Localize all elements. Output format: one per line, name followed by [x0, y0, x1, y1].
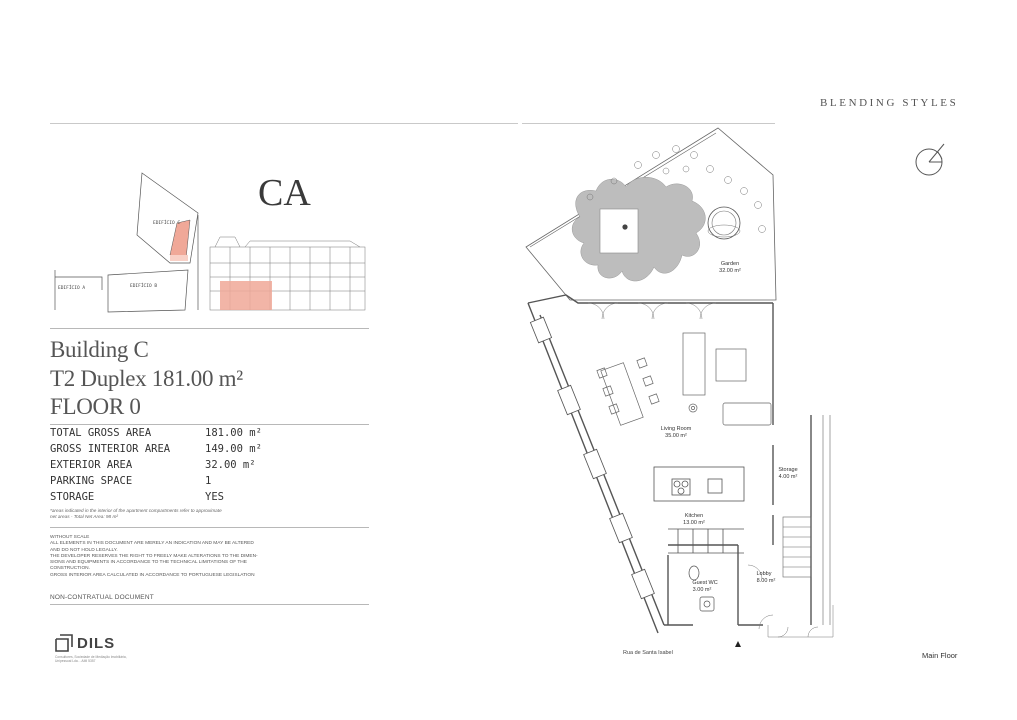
room-name: Storage [778, 467, 797, 473]
area-value: 32.00 m² [205, 459, 256, 471]
footnote-line: net areas - Total Net Area: 98 m² [50, 514, 118, 519]
unit-type-area: T2 Duplex 181.00 m² [50, 365, 243, 391]
dils-logo-icon [55, 634, 73, 652]
area-label: EXTERIOR AREA [50, 459, 133, 471]
area-footnote: *areas indicated in the interior of the … [50, 508, 310, 520]
legal-line: WITHOUT SCALE [50, 535, 90, 540]
divider [50, 328, 369, 329]
floor-plan: Garden 32.00 m² Living Room 35.00 m² Sto… [525, 127, 834, 647]
floor-label: FLOOR 0 [50, 394, 141, 419]
room-area: 13.00 m² [683, 520, 705, 526]
unit-title: Building C T2 Duplex 181.00 m² FLOOR 0 [50, 336, 243, 422]
room-name: Living Room [661, 426, 692, 432]
dils-logo: DILS Consultores, Sociedade de Mediação … [55, 634, 175, 670]
legal-line: CONSTRUCTION. [50, 566, 90, 572]
room-area: 4.00 m² [779, 474, 798, 480]
key-plan: EDIFÍCIO C EDIFÍCIO A EDIFÍCIO B CA [54, 172, 366, 313]
elevation-unit-highlight [220, 281, 272, 310]
kitchen-counters [653, 466, 745, 554]
dils-name: DILS [77, 635, 116, 652]
area-label: TOTAL GROSS AREA [50, 427, 152, 439]
street-name: Rua de Santa Isabel [623, 650, 673, 656]
room-name: Lobby [757, 571, 772, 577]
room-name: Garden [721, 261, 739, 267]
area-row: STORAGE YES [50, 491, 370, 507]
area-value: YES [205, 491, 224, 503]
room-area: 8.00 m² [757, 578, 776, 584]
area-label: PARKING SPACE [50, 475, 133, 487]
building-name: Building C [50, 337, 149, 362]
top-divider-left [50, 123, 518, 124]
legal-line: ALL ELEMENTS IN THIS DOCUMENT ARE MERELY… [50, 541, 254, 547]
entrance-arrow-icon [735, 641, 741, 647]
dils-subtitle: Consultores, Sociedade de Mediação Imobi… [55, 655, 127, 664]
area-value: 181.00 m² [205, 427, 262, 439]
room-name: Kitchen [685, 513, 703, 519]
guest-wc-fixtures [688, 565, 715, 612]
non-contractual-label: NON-CONTRATUAL DOCUMENT [50, 594, 154, 601]
area-label: STORAGE [50, 491, 95, 503]
keyplan-label-c: EDIFÍCIO C [153, 218, 180, 226]
keyplan-label-b: EDIFÍCIO B [130, 281, 157, 289]
garden-area [525, 127, 777, 301]
area-row: GROSS INTERIOR AREA 149.00 m² [50, 443, 370, 459]
area-row: EXTERIOR AREA 32.00 m² [50, 459, 370, 475]
floor-name: Main Floor [922, 651, 958, 660]
divider [50, 604, 369, 605]
room-name: Guest WC [692, 580, 717, 586]
legal-line: AND DO NOT HOLD LEGALLY. [50, 547, 118, 553]
brand-name: BLENDING STYLES [820, 97, 959, 109]
area-value: 149.00 m² [205, 443, 262, 455]
area-row: TOTAL GROSS AREA 181.00 m² [50, 427, 370, 443]
stairs [782, 415, 831, 625]
area-row: PARKING SPACE 1 [50, 475, 370, 491]
keyplan-label-a: EDIFÍCIO A [58, 283, 85, 291]
room-area: 3.00 m² [693, 587, 712, 593]
area-value: 1 [205, 475, 212, 487]
legal-line: GROSS INTERIOR AREA CALCULATED IN ACCORD… [50, 572, 255, 578]
divider [50, 527, 369, 528]
legal-disclaimer: WITHOUT SCALE ALL ELEMENTS IN THIS DOCUM… [50, 535, 350, 579]
divider [50, 424, 369, 425]
top-divider-right [522, 123, 775, 124]
legal-line: THE DEVELOPER RESERVES THE RIGHT TO FREE… [50, 553, 258, 559]
legal-line: SIONS AND EQUIPMENTS IN ACCORDANCE TO TH… [50, 560, 247, 566]
area-label: GROSS INTERIOR AREA [50, 443, 171, 455]
project-code: CA [258, 172, 311, 214]
living-room-furniture [596, 332, 772, 426]
footnote-line: *areas indicated in the interior of the … [50, 508, 222, 513]
room-area: 35.00 m² [665, 433, 687, 439]
room-area: 32.00 m² [719, 268, 741, 274]
blending-styles-logo-icon [915, 143, 945, 176]
